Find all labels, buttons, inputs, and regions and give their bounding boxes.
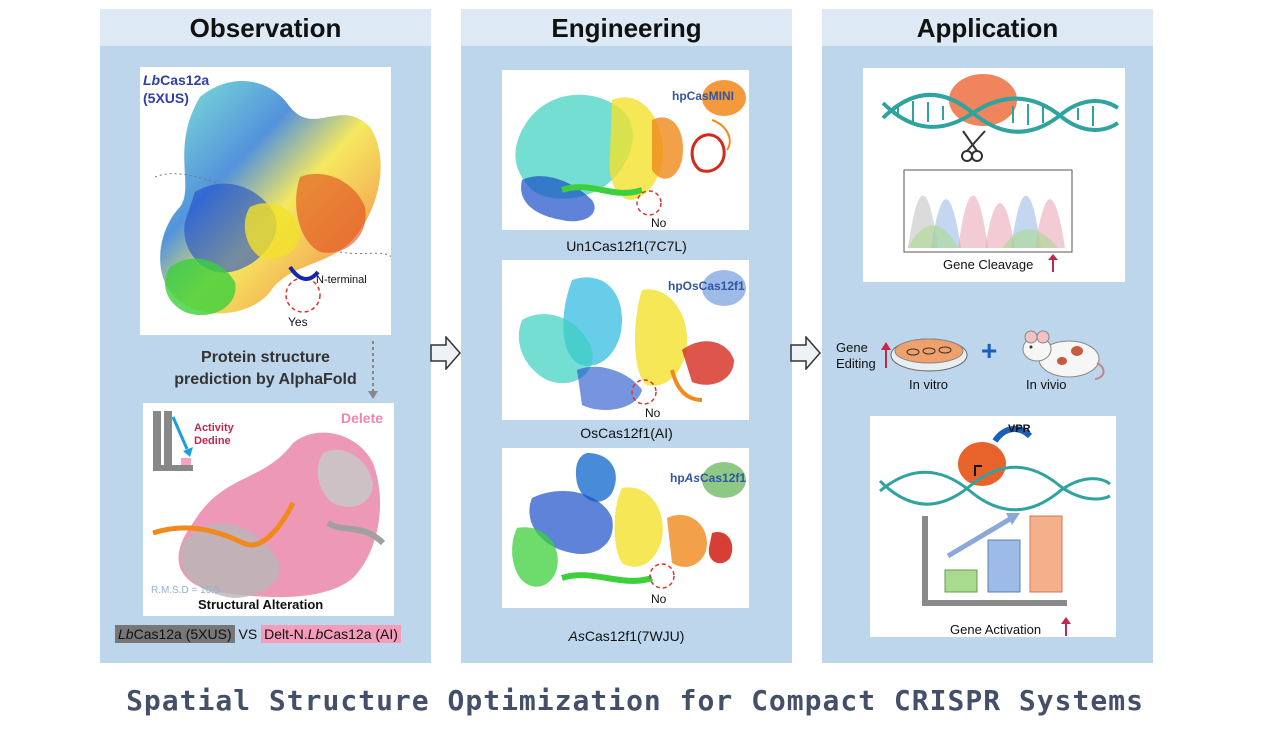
prediction-text-line1: Protein structure <box>201 349 330 366</box>
os-no-label: No <box>645 406 661 420</box>
plus-sign: + <box>981 335 998 366</box>
arrow-engineering-to-application <box>790 336 821 370</box>
un1cas12f1-caption: Un1Cas12f1(7C7L) <box>566 238 687 254</box>
as-no-label: No <box>651 592 667 606</box>
observation-title: Observation <box>100 9 431 46</box>
legend-wildtype: LbCas12a (5XUS) <box>115 625 235 643</box>
ascas12f1-caption: AsCas12f1(7WJU) <box>568 628 685 644</box>
lbcas12a-structure-card: LbCas12a (5XUS) N-terminal Yes <box>140 67 396 335</box>
in-vivo-label: In vivio <box>1026 377 1067 392</box>
gene-activation-up-arrow <box>1061 617 1071 624</box>
application-title: Application <box>822 9 1153 46</box>
gene-cleavage-up-arrow <box>1048 254 1058 260</box>
oscas12f1-caption: OsCas12f1(AI) <box>580 425 673 441</box>
activity-label: Activity <box>194 422 235 434</box>
ascas12f1-card: hpAsCas12f1 No <box>502 448 749 608</box>
pdb-id: (5XUS) <box>143 90 189 106</box>
lbcas12a-structure-image: LbCas12a (5XUS) N-terminal Yes <box>143 72 396 329</box>
oscas12f1-structure: hpOsCas12f1 No <box>518 270 746 420</box>
dashed-down-arrow <box>368 341 378 399</box>
svg-text:LbCas12a: LbCas12a <box>143 72 209 88</box>
gene-editing-label-line1: Gene <box>836 340 868 355</box>
un1cas12f1-card: hpCasMINI No <box>502 70 749 230</box>
mouse-icon <box>1022 330 1105 380</box>
prediction-text-line2: prediction by AlphaFold <box>174 371 357 388</box>
observation-panel: Observation LbCas12a (5XUS) N-ter <box>100 9 431 663</box>
gene-cleavage-label: Gene Cleavage <box>943 257 1033 272</box>
figure-title: Spatial Structure Optimization for Compa… <box>126 684 1144 717</box>
yes-label: Yes <box>288 315 308 329</box>
application-panel: Application Gene C <box>822 9 1153 663</box>
ascas12f1-structure: hpAsCas12f1 No <box>512 453 746 606</box>
engineering-title: Engineering <box>461 9 792 46</box>
gene-cleavage-image: Gene Cleavage <box>881 74 1120 272</box>
superposition-card: Activity Dedine Delete R.M.S.D = 10.5 St… <box>143 403 394 616</box>
legend-truncated: Delt-N.LbCas12a (AI) <box>261 625 401 643</box>
n-terminal-label: N-terminal <box>316 274 367 286</box>
in-vitro-label: In vitro <box>909 377 949 392</box>
un1cas12f1-structure: hpCasMINI No <box>515 80 746 230</box>
delete-label: Delete <box>341 410 383 426</box>
rmsd-label: R.M.S.D = 10.5 <box>151 585 220 596</box>
structural-alteration-label: Structural Alteration <box>198 597 323 612</box>
superposition-image: Activity Dedine Delete R.M.S.D = 10.5 St… <box>151 410 386 612</box>
gene-activation-label: Gene Activation <box>950 622 1041 637</box>
comparison-legend: LbCas12a (5XUS) VS Delt-N.LbCas12a (AI) <box>115 625 401 643</box>
legend-vs: VS <box>238 626 258 642</box>
oscas12f1-card: hpOsCas12f1 No <box>502 260 749 420</box>
gene-activation-image: VPR Gene Activation <box>878 423 1111 637</box>
petri-dish-icon <box>890 338 968 372</box>
cas12a-name: Cas12a <box>160 72 209 88</box>
gene-editing-up-arrow <box>881 342 891 368</box>
vpr-label: VPR <box>1008 423 1031 435</box>
hpcasmini-label: hpCasMINI <box>672 89 734 103</box>
gene-editing-label-line2: Editing <box>836 356 876 371</box>
decline-label: Dedine <box>194 435 231 447</box>
arrow-observation-to-engineering <box>430 336 461 370</box>
gene-activation-card: VPR Gene Activation <box>870 416 1116 637</box>
un1-no-label: No <box>651 216 667 230</box>
hposcas12f1-label: hpOsCas12f1 <box>668 279 745 293</box>
engineering-panel: Engineering hpCasMINI No Un1Cas12f1(7C7L… <box>461 9 792 663</box>
hpascas12f1-label: hpAsCas12f1 <box>670 471 746 485</box>
lb-italic: Lb <box>143 72 161 88</box>
gene-cleavage-card: Gene Cleavage <box>863 68 1125 282</box>
